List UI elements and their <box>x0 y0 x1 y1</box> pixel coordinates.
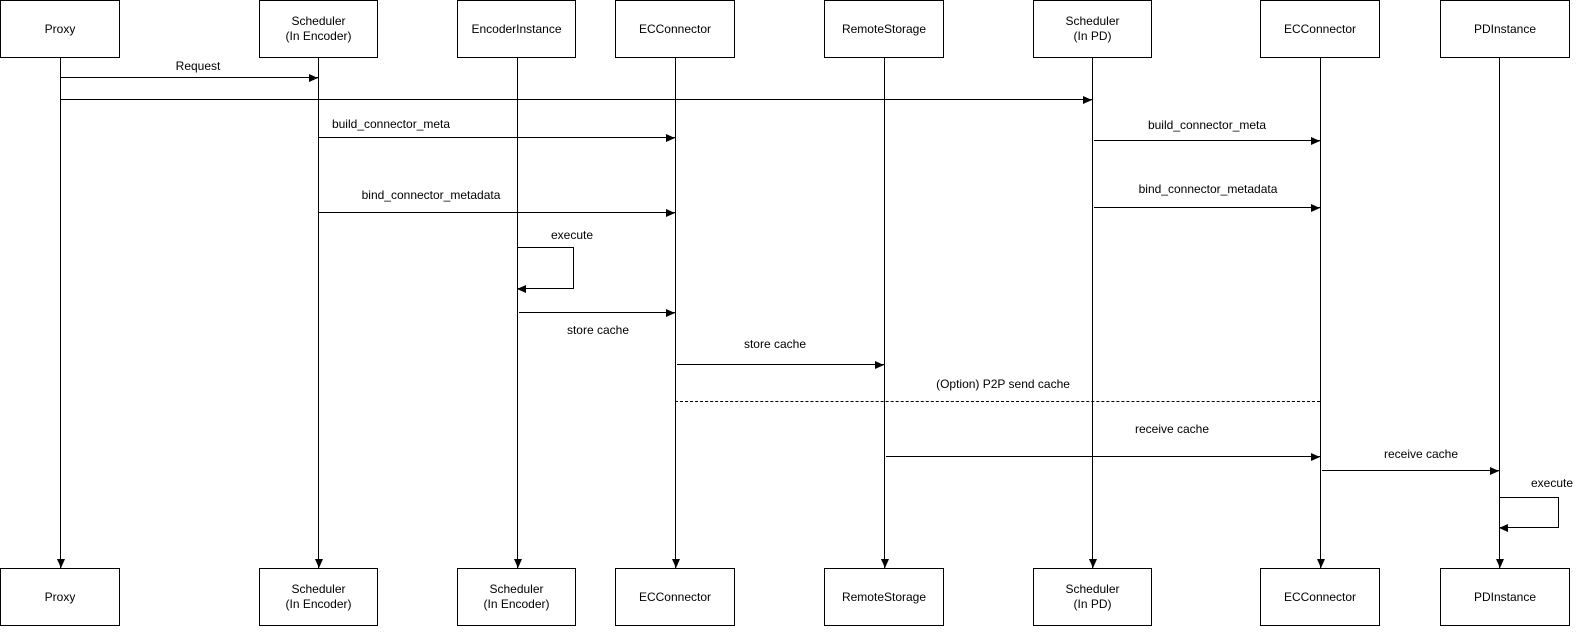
participant-label-line2: (In Encoder) <box>285 29 352 43</box>
message-line-m11 <box>1322 470 1499 471</box>
participant-label-line1: Proxy <box>44 589 76 604</box>
participant-label-line2: (In PD) <box>1073 29 1112 43</box>
lifeline-end-arrow-encoder_inst <box>514 559 522 568</box>
lifeline-end-arrow-sched_enc <box>315 559 323 568</box>
lifeline-end-arrow-pd_inst <box>1496 559 1504 568</box>
self-message-arrowhead-s2 <box>1499 524 1508 532</box>
participant-label-line1: ECConnector <box>638 21 712 36</box>
message-line-m6 <box>1094 207 1320 208</box>
lifeline-end-arrow-ec_conn_enc <box>672 559 680 568</box>
lifeline-end-arrow-sched_pd <box>1089 559 1097 568</box>
lifeline-encoder_inst <box>517 58 518 568</box>
lifeline-end-arrow-remote_store <box>881 559 889 568</box>
message-label-m4: build_connector_meta <box>1147 118 1267 132</box>
message-label-m11: receive cache <box>1383 447 1459 461</box>
participant-label-line1: ECConnector <box>1283 21 1357 36</box>
participant-label-line1: PDInstance <box>1473 589 1537 604</box>
message-arrowhead-m6 <box>1311 203 1320 212</box>
self-message-loop-s1 <box>517 247 574 289</box>
participant-box-top-sched_pd[interactable]: Scheduler(In PD) <box>1033 0 1152 58</box>
lifeline-sched_enc <box>318 58 319 568</box>
self-message-label-s1: execute <box>551 228 594 242</box>
message-arrowhead-m11 <box>1490 466 1499 475</box>
participant-label-line2: (In PD) <box>1073 597 1112 611</box>
participant-label-line1: Scheduler <box>1065 14 1120 28</box>
message-arrowhead-m2 <box>1083 95 1092 104</box>
message-label-m10: receive cache <box>1134 422 1210 436</box>
message-line-m10 <box>886 456 1320 457</box>
participant-box-top-remote_store[interactable]: RemoteStorage <box>824 0 944 58</box>
message-line-m8 <box>677 364 884 365</box>
self-message-loop-s2 <box>1499 497 1559 528</box>
participant-box-top-pd_inst[interactable]: PDInstance <box>1440 0 1570 58</box>
participant-box-top-ec_conn_pd[interactable]: ECConnector <box>1260 0 1380 58</box>
participant-label-line2: (In Encoder) <box>285 597 352 611</box>
participant-box-bottom-remote_store[interactable]: RemoteStorage <box>824 568 944 626</box>
lifeline-end-arrow-ec_conn_pd <box>1317 559 1325 568</box>
message-line-m2 <box>60 99 1092 100</box>
lifeline-remote_store <box>884 58 885 568</box>
participant-box-top-sched_enc[interactable]: Scheduler(In Encoder) <box>259 0 378 58</box>
participant-box-bottom-sched_enc[interactable]: Scheduler(In Encoder) <box>259 568 378 626</box>
message-label-m8: store cache <box>743 337 807 351</box>
message-line-m5 <box>318 212 675 213</box>
message-line-m3 <box>318 137 675 138</box>
lifeline-ec_conn_enc <box>675 58 676 568</box>
participant-label-line1: RemoteStorage <box>841 589 927 604</box>
participant-label-line1: Scheduler <box>489 582 544 596</box>
message-arrowhead-m8 <box>875 360 884 369</box>
message-label-m7: store cache <box>566 323 630 337</box>
message-line-m7 <box>519 312 675 313</box>
participant-box-top-encoder_inst[interactable]: EncoderInstance <box>457 0 576 58</box>
participant-box-bottom-encoder_inst[interactable]: Scheduler(In Encoder) <box>457 568 576 626</box>
participant-label-line1: Scheduler <box>1065 582 1120 596</box>
message-arrowhead-m5 <box>666 208 675 217</box>
message-label-m1: Request <box>175 59 221 73</box>
lifeline-sched_pd <box>1092 58 1093 568</box>
participant-label-line1: Proxy <box>44 21 76 36</box>
participant-box-bottom-pd_inst[interactable]: PDInstance <box>1440 568 1570 626</box>
lifeline-end-arrow-proxy <box>57 559 65 568</box>
participant-box-bottom-ec_conn_pd[interactable]: ECConnector <box>1260 568 1380 626</box>
participant-box-bottom-sched_pd[interactable]: Scheduler(In PD) <box>1033 568 1152 626</box>
self-message-label-s2: execute <box>1531 476 1574 490</box>
participant-label-line1: PDInstance <box>1473 21 1537 36</box>
lifeline-pd_inst <box>1499 58 1500 568</box>
message-line-m1 <box>60 77 318 78</box>
participant-box-top-ec_conn_enc[interactable]: ECConnector <box>615 0 735 58</box>
participant-label-line1: Scheduler <box>291 14 346 28</box>
message-label-m5: bind_connector_metadata <box>361 188 501 202</box>
message-line-m9 <box>675 401 1320 402</box>
participant-label-line2: (In Encoder) <box>483 597 550 611</box>
self-message-arrowhead-s1 <box>517 285 526 293</box>
participant-label-line1: RemoteStorage <box>841 21 927 36</box>
message-arrowhead-m3 <box>666 133 675 142</box>
participant-label-line1: Scheduler <box>291 582 346 596</box>
participant-box-bottom-proxy[interactable]: Proxy <box>0 568 120 626</box>
participant-label-line1: ECConnector <box>1283 589 1357 604</box>
participant-box-bottom-ec_conn_enc[interactable]: ECConnector <box>615 568 735 626</box>
participant-label-line1: ECConnector <box>638 589 712 604</box>
participant-box-top-proxy[interactable]: Proxy <box>0 0 120 58</box>
message-line-m4 <box>1094 140 1320 141</box>
message-arrowhead-m1 <box>309 73 318 82</box>
message-label-m3: build_connector_meta <box>331 117 451 131</box>
message-arrowhead-m7 <box>666 308 675 317</box>
message-arrowhead-m4 <box>1311 136 1320 145</box>
message-label-m9: (Option) P2P send cache <box>936 377 1070 391</box>
message-arrowhead-m10 <box>1311 452 1320 461</box>
lifeline-proxy <box>60 58 61 568</box>
message-label-m6: bind_connector_metadata <box>1138 182 1278 196</box>
participant-label-line1: EncoderInstance <box>471 21 562 36</box>
lifeline-ec_conn_pd <box>1320 58 1321 568</box>
